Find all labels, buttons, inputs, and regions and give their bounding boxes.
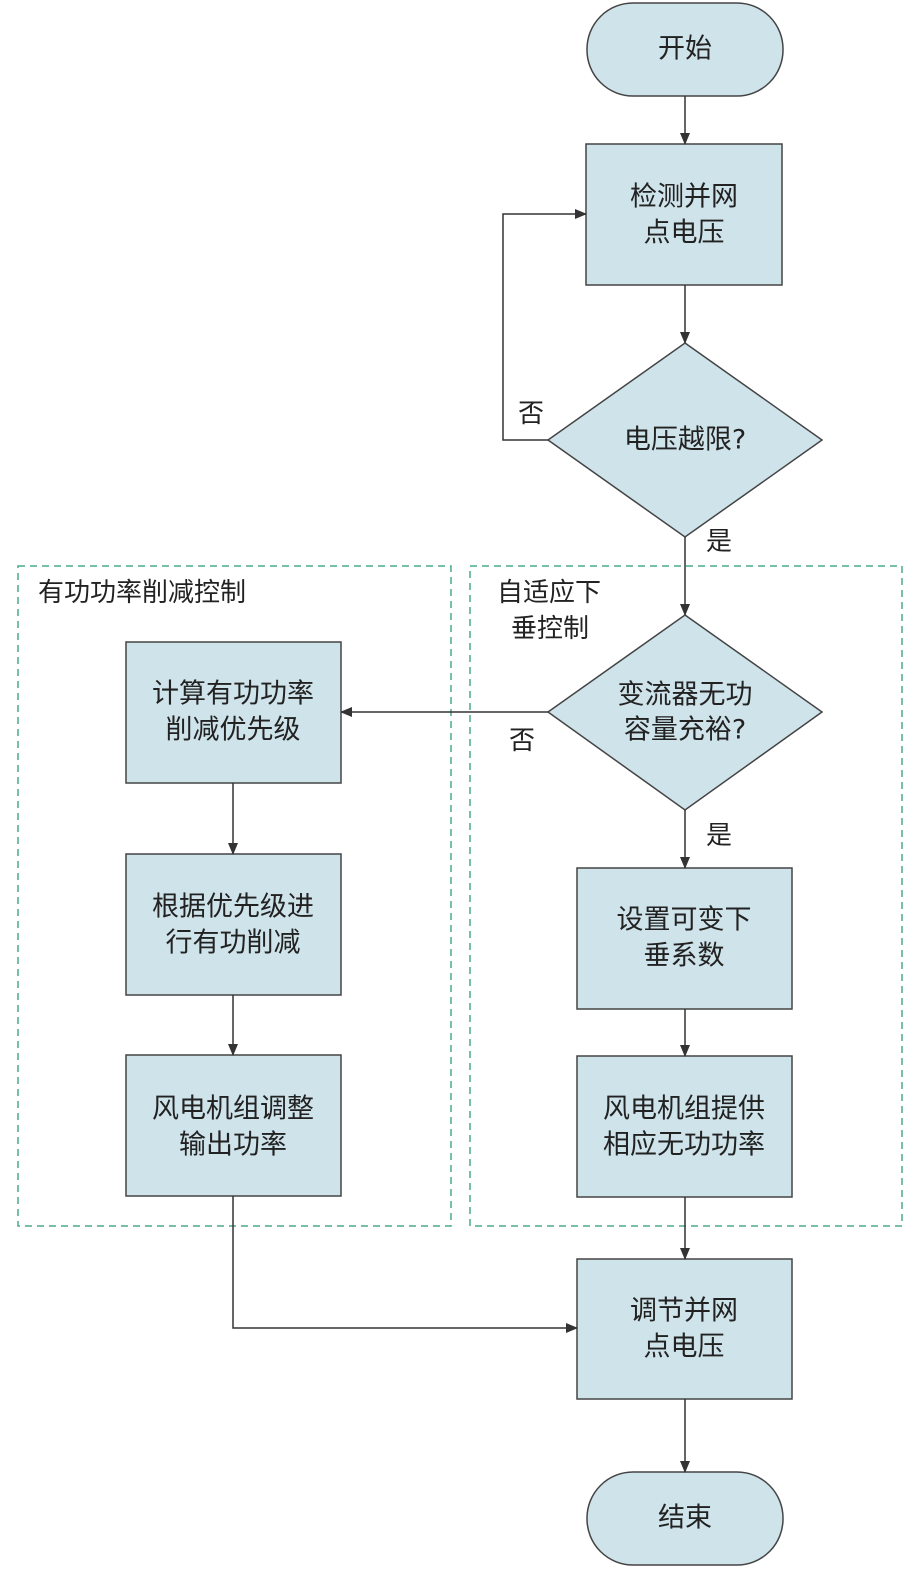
adjust-output-label-line2: 输出功率 — [179, 1130, 287, 1161]
set-droop-label-line2: 垂系数 — [644, 941, 725, 972]
calc-priority-node — [125, 641, 342, 784]
reduce-active-power-label-line1: 根据优先级进 — [152, 892, 314, 923]
reduce-active-power-label-line2: 行有功削减 — [166, 928, 301, 959]
edge-label-capacity-no: 否 — [509, 726, 535, 756]
calc-priority-label-line1: 计算有功功率 — [152, 679, 314, 710]
capacity-check-decision — [546, 614, 824, 811]
group-active-power-box — [17, 565, 452, 1227]
edge-label-capacity-yes: 是 — [706, 821, 732, 851]
group-adaptive-droop-title-line2: 垂控制 — [511, 614, 589, 644]
end-node-label: 结束 — [658, 1503, 712, 1534]
group-adaptive-droop-title-line1: 自适应下 — [497, 578, 601, 608]
detect-voltage-node — [585, 143, 783, 286]
start-node-label: 开始 — [658, 34, 712, 65]
regulate-voltage-label-line2: 点电压 — [644, 1332, 725, 1363]
provide-reactive-node — [576, 1055, 793, 1198]
capacity-check-label-line1: 变流器无功 — [618, 680, 753, 711]
set-droop-label-line1: 设置可变下 — [617, 905, 752, 936]
group-active-power-title: 有功功率削减控制 — [38, 578, 246, 608]
detect-voltage-label-line2: 点电压 — [644, 218, 725, 249]
voltage-check-label: 电压越限? — [624, 425, 746, 456]
reduce-active-power-node — [125, 853, 342, 996]
capacity-check-label-line2: 容量充裕? — [624, 715, 746, 746]
arrow-adjust-to-regulate — [232, 1196, 578, 1333]
regulate-voltage-label-line1: 调节并网 — [630, 1296, 738, 1327]
regulate-voltage-node — [576, 1258, 793, 1400]
arrow-voltage-no-loop — [502, 209, 587, 441]
provide-reactive-label-line1: 风电机组提供 — [603, 1094, 765, 1125]
set-droop-node — [576, 867, 793, 1010]
provide-reactive-label-line2: 相应无功功率 — [603, 1130, 765, 1161]
adjust-output-label-line1: 风电机组调整 — [152, 1094, 314, 1125]
adjust-output-node — [125, 1054, 342, 1197]
group-adaptive-droop-box — [469, 565, 903, 1227]
edge-label-voltage-yes: 是 — [706, 527, 732, 557]
edge-label-voltage-no: 否 — [518, 399, 544, 429]
detect-voltage-label-line1: 检测并网 — [630, 182, 738, 213]
calc-priority-label-line2: 削减优先级 — [166, 715, 301, 746]
